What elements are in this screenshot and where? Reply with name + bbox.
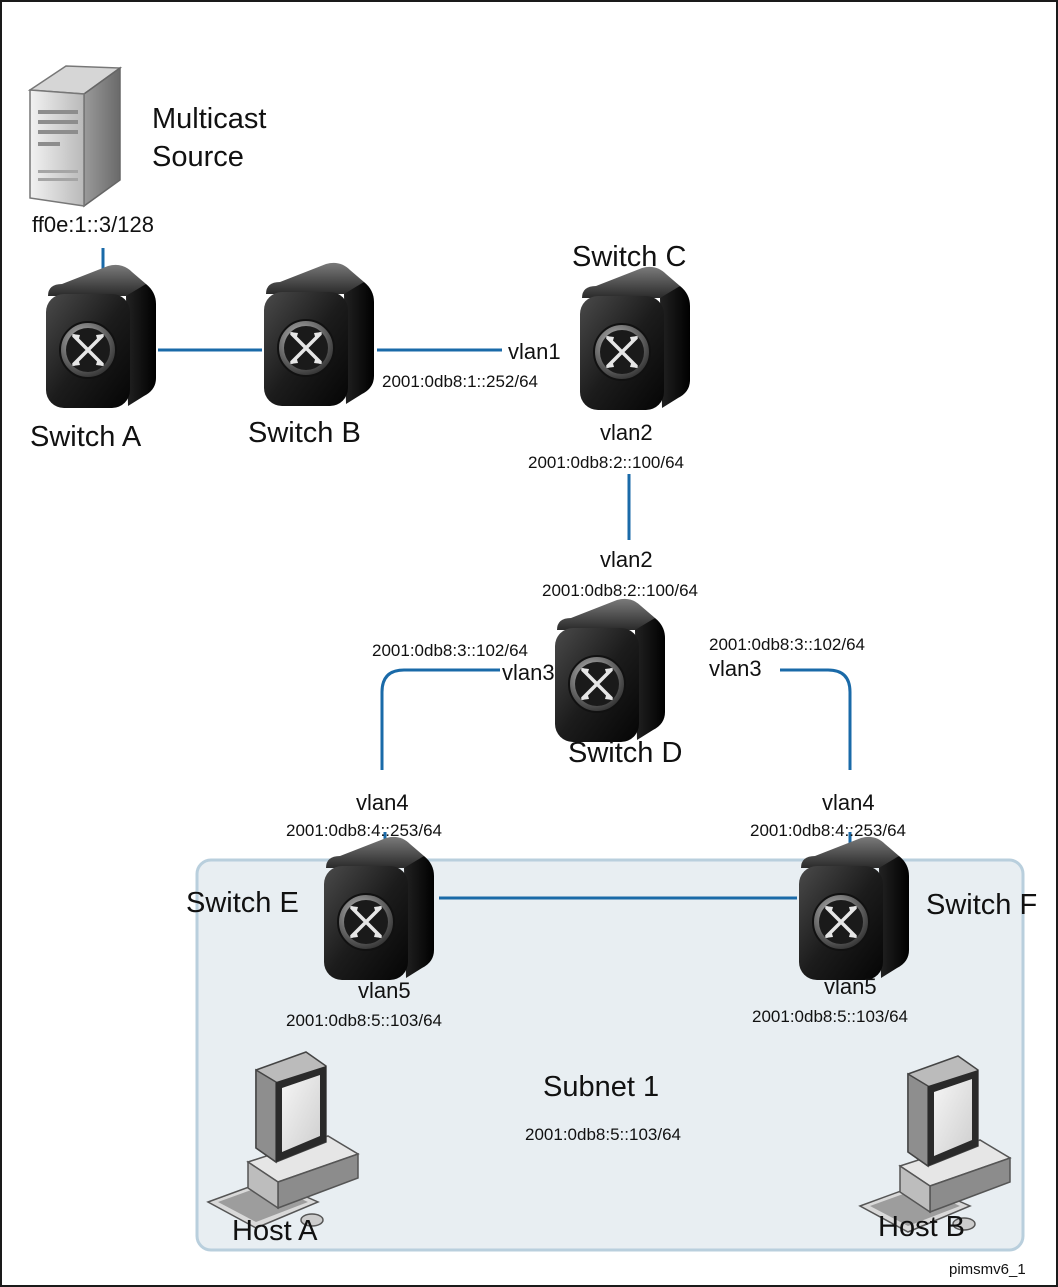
switch-d-vlan3-right: vlan3	[709, 656, 762, 681]
switch-d-vlan3-left-address: 2001:0db8:3::102/64	[372, 641, 528, 660]
source-label-line2: Source	[152, 141, 244, 173]
link-switch-d-switch-e	[380, 668, 500, 770]
switch-f-icon	[797, 835, 911, 982]
switch-d-vlan3-right-address: 2001:0db8:3::102/64	[709, 635, 865, 654]
source-label-line1: Multicast	[152, 103, 266, 135]
switch-e-vlan4: vlan4	[356, 790, 409, 815]
switch-f-vlan4-address: 2001:0db8:4::253/64	[750, 821, 906, 840]
switch-f-vlan5: vlan5	[824, 974, 877, 999]
switch-c-vlan2: vlan2	[600, 420, 653, 445]
switch-e-label: Switch E	[186, 887, 299, 919]
switch-c-vlan2-address: 2001:0db8:2::100/64	[528, 453, 684, 472]
link-switch-d-switch-f	[780, 668, 852, 770]
switch-f-vlan5-address: 2001:0db8:5::103/64	[752, 1007, 908, 1026]
switch-a-icon	[44, 263, 158, 410]
subnet-label: Subnet 1	[543, 1071, 659, 1103]
multicast-server-icon	[27, 65, 123, 208]
switch-b-label: Switch B	[248, 417, 361, 449]
host-b-label: Host B	[878, 1211, 965, 1243]
switch-e-icon	[322, 835, 436, 982]
switch-c-vlan1-address: 2001:0db8:1::252/64	[382, 372, 538, 391]
subnet-address: 2001:0db8:5::103/64	[525, 1125, 681, 1144]
switch-f-vlan4: vlan4	[822, 790, 875, 815]
switch-a-label: Switch A	[30, 421, 142, 453]
switch-e-vlan5: vlan5	[358, 978, 411, 1003]
switch-e-vlan5-address: 2001:0db8:5::103/64	[286, 1011, 442, 1030]
switch-d-vlan2: vlan2	[600, 547, 653, 572]
switch-c-vlan1: vlan1	[508, 339, 561, 364]
switch-c-icon	[578, 265, 692, 412]
switch-d-vlan3-left: vlan3	[502, 660, 555, 685]
host-a-label: Host A	[232, 1215, 318, 1247]
switch-d-label: Switch D	[568, 737, 682, 769]
source-address: ff0e:1::3/128	[32, 212, 154, 237]
switch-f-label: Switch F	[926, 889, 1037, 921]
figure-id: pimsmv6_1	[949, 1261, 1026, 1278]
switch-d-icon	[553, 597, 667, 744]
switch-e-vlan4-address: 2001:0db8:4::253/64	[286, 821, 442, 840]
switch-c-label: Switch C	[572, 241, 686, 273]
switch-b-icon	[262, 261, 376, 408]
switch-d-vlan2-address: 2001:0db8:2::100/64	[542, 581, 698, 600]
